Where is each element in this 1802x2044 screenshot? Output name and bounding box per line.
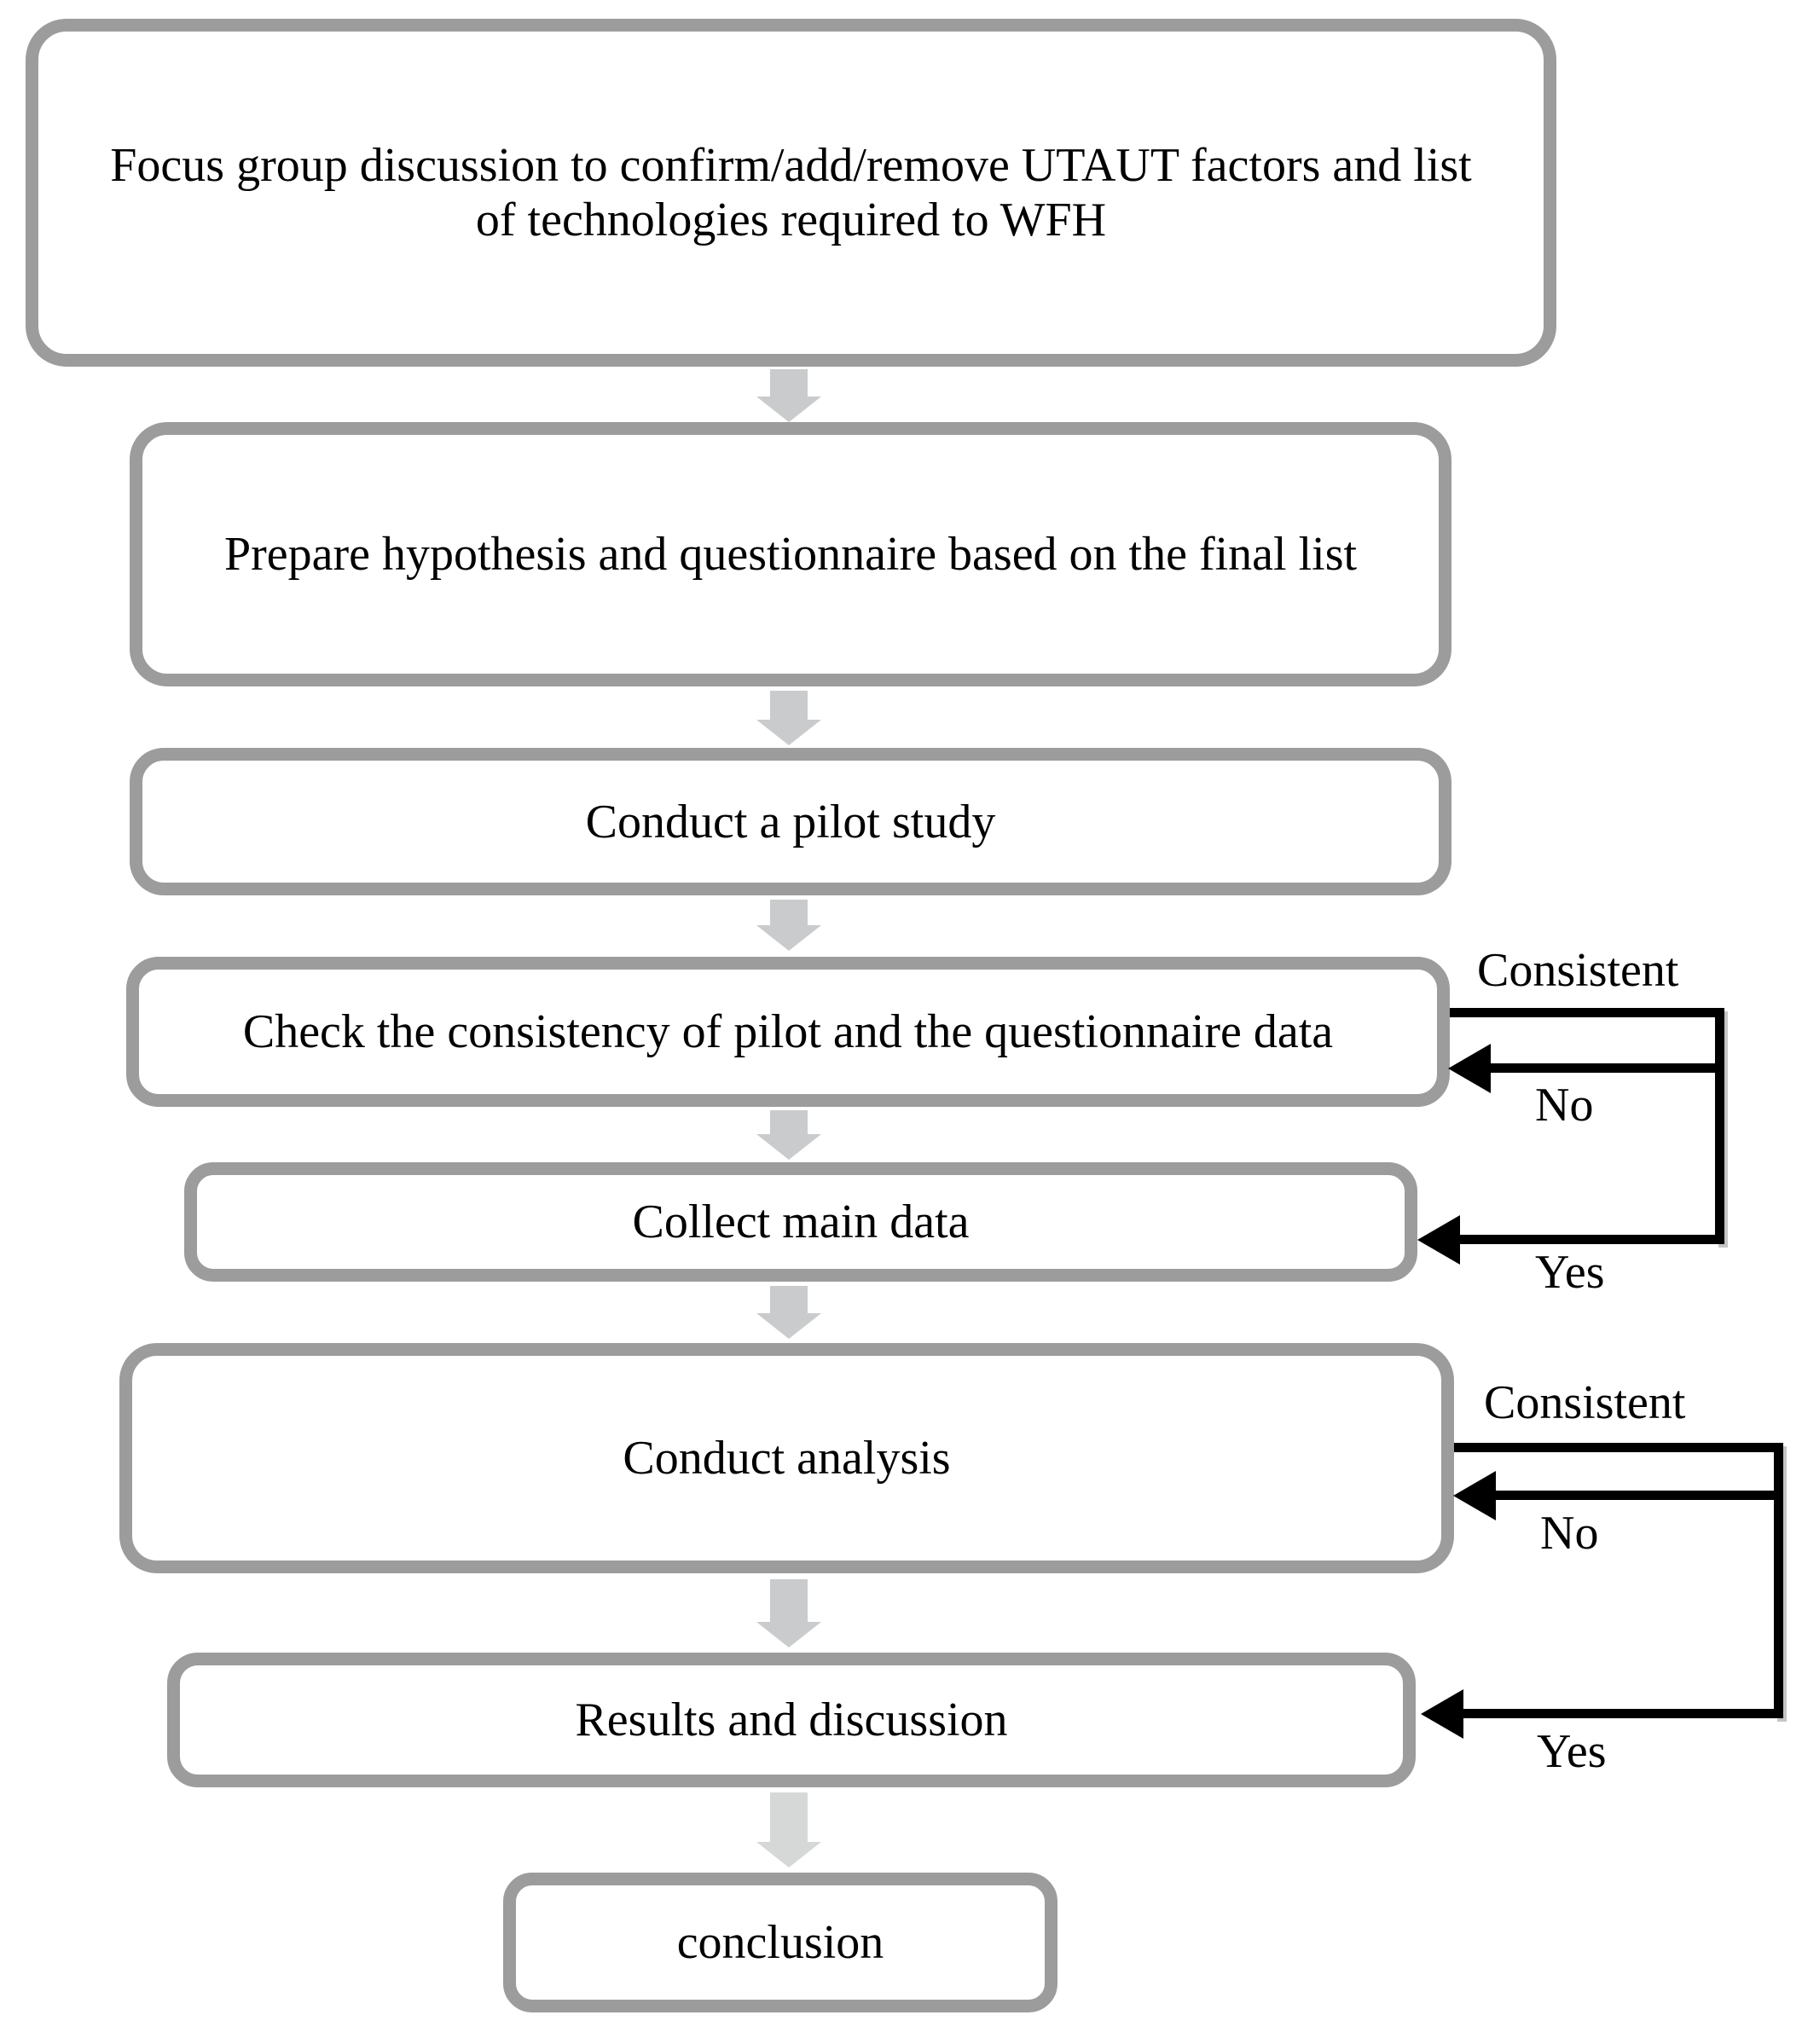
box-conclusion-label: conclusion (676, 1916, 884, 1969)
box-check-consistency: Check the consistency of pilot and the q… (126, 957, 1450, 1107)
box-prepare-hypothesis-label: Prepare hypothesis and questionnaire bas… (223, 528, 1358, 581)
box-prepare-hypothesis: Prepare hypothesis and questionnaire bas… (130, 422, 1451, 686)
box-results-discussion: Results and discussion (167, 1653, 1416, 1787)
box-focus-group: Focus group discussion to confirm/add/re… (26, 19, 1556, 367)
loop2-out-line-horizontal (1454, 1443, 1783, 1452)
loop1-yes-label: Yes (1535, 1246, 1605, 1299)
loop2-yes-label: Yes (1537, 1725, 1607, 1778)
loop1-no-arrow-line (1487, 1063, 1724, 1073)
loop1-out-line-horizontal (1450, 1008, 1724, 1017)
loop1-consistent-label: Consistent (1477, 944, 1679, 997)
loop2-no-arrowhead-icon (1453, 1471, 1496, 1520)
loop2-no-label: No (1540, 1507, 1599, 1560)
box-pilot-study-label: Conduct a pilot study (585, 795, 996, 848)
loop1-yes-arrowhead-icon (1417, 1215, 1460, 1265)
box-conclusion: conclusion (503, 1873, 1057, 2012)
loop2-no-arrow-line (1492, 1491, 1783, 1500)
flow-down-arrow-icon (756, 1110, 821, 1160)
box-collect-main-data: Collect main data (184, 1162, 1417, 1282)
loop1-no-arrowhead-icon (1448, 1044, 1491, 1093)
box-collect-main-data-label: Collect main data (632, 1196, 970, 1248)
box-results-discussion-label: Results and discussion (575, 1694, 1008, 1746)
flow-down-arrow-icon (756, 1286, 821, 1339)
loop2-consistent-label: Consistent (1484, 1376, 1686, 1429)
loop1-no-label: No (1535, 1079, 1594, 1132)
loop2-yes-arrowhead-icon (1421, 1689, 1463, 1739)
box-conduct-analysis: Conduct analysis (119, 1343, 1454, 1573)
box-conduct-analysis-label: Conduct analysis (623, 1432, 951, 1485)
flow-down-arrow-icon (756, 900, 821, 951)
flow-down-arrow-icon (756, 369, 821, 422)
box-pilot-study: Conduct a pilot study (130, 748, 1451, 895)
loop1-out-line-vertical (1715, 1008, 1724, 1244)
flow-down-arrow-icon (756, 1792, 821, 1867)
loop2-out-line-vertical (1774, 1443, 1783, 1718)
box-check-consistency-label: Check the consistency of pilot and the q… (242, 1005, 1334, 1058)
box-focus-group-label: Focus group discussion to confirm/add/re… (110, 139, 1472, 246)
loop2-yes-arrow-line (1462, 1709, 1783, 1718)
flow-down-arrow-icon (756, 1579, 821, 1647)
flow-down-arrow-icon (756, 691, 821, 745)
loop1-yes-arrow-line (1458, 1235, 1724, 1244)
